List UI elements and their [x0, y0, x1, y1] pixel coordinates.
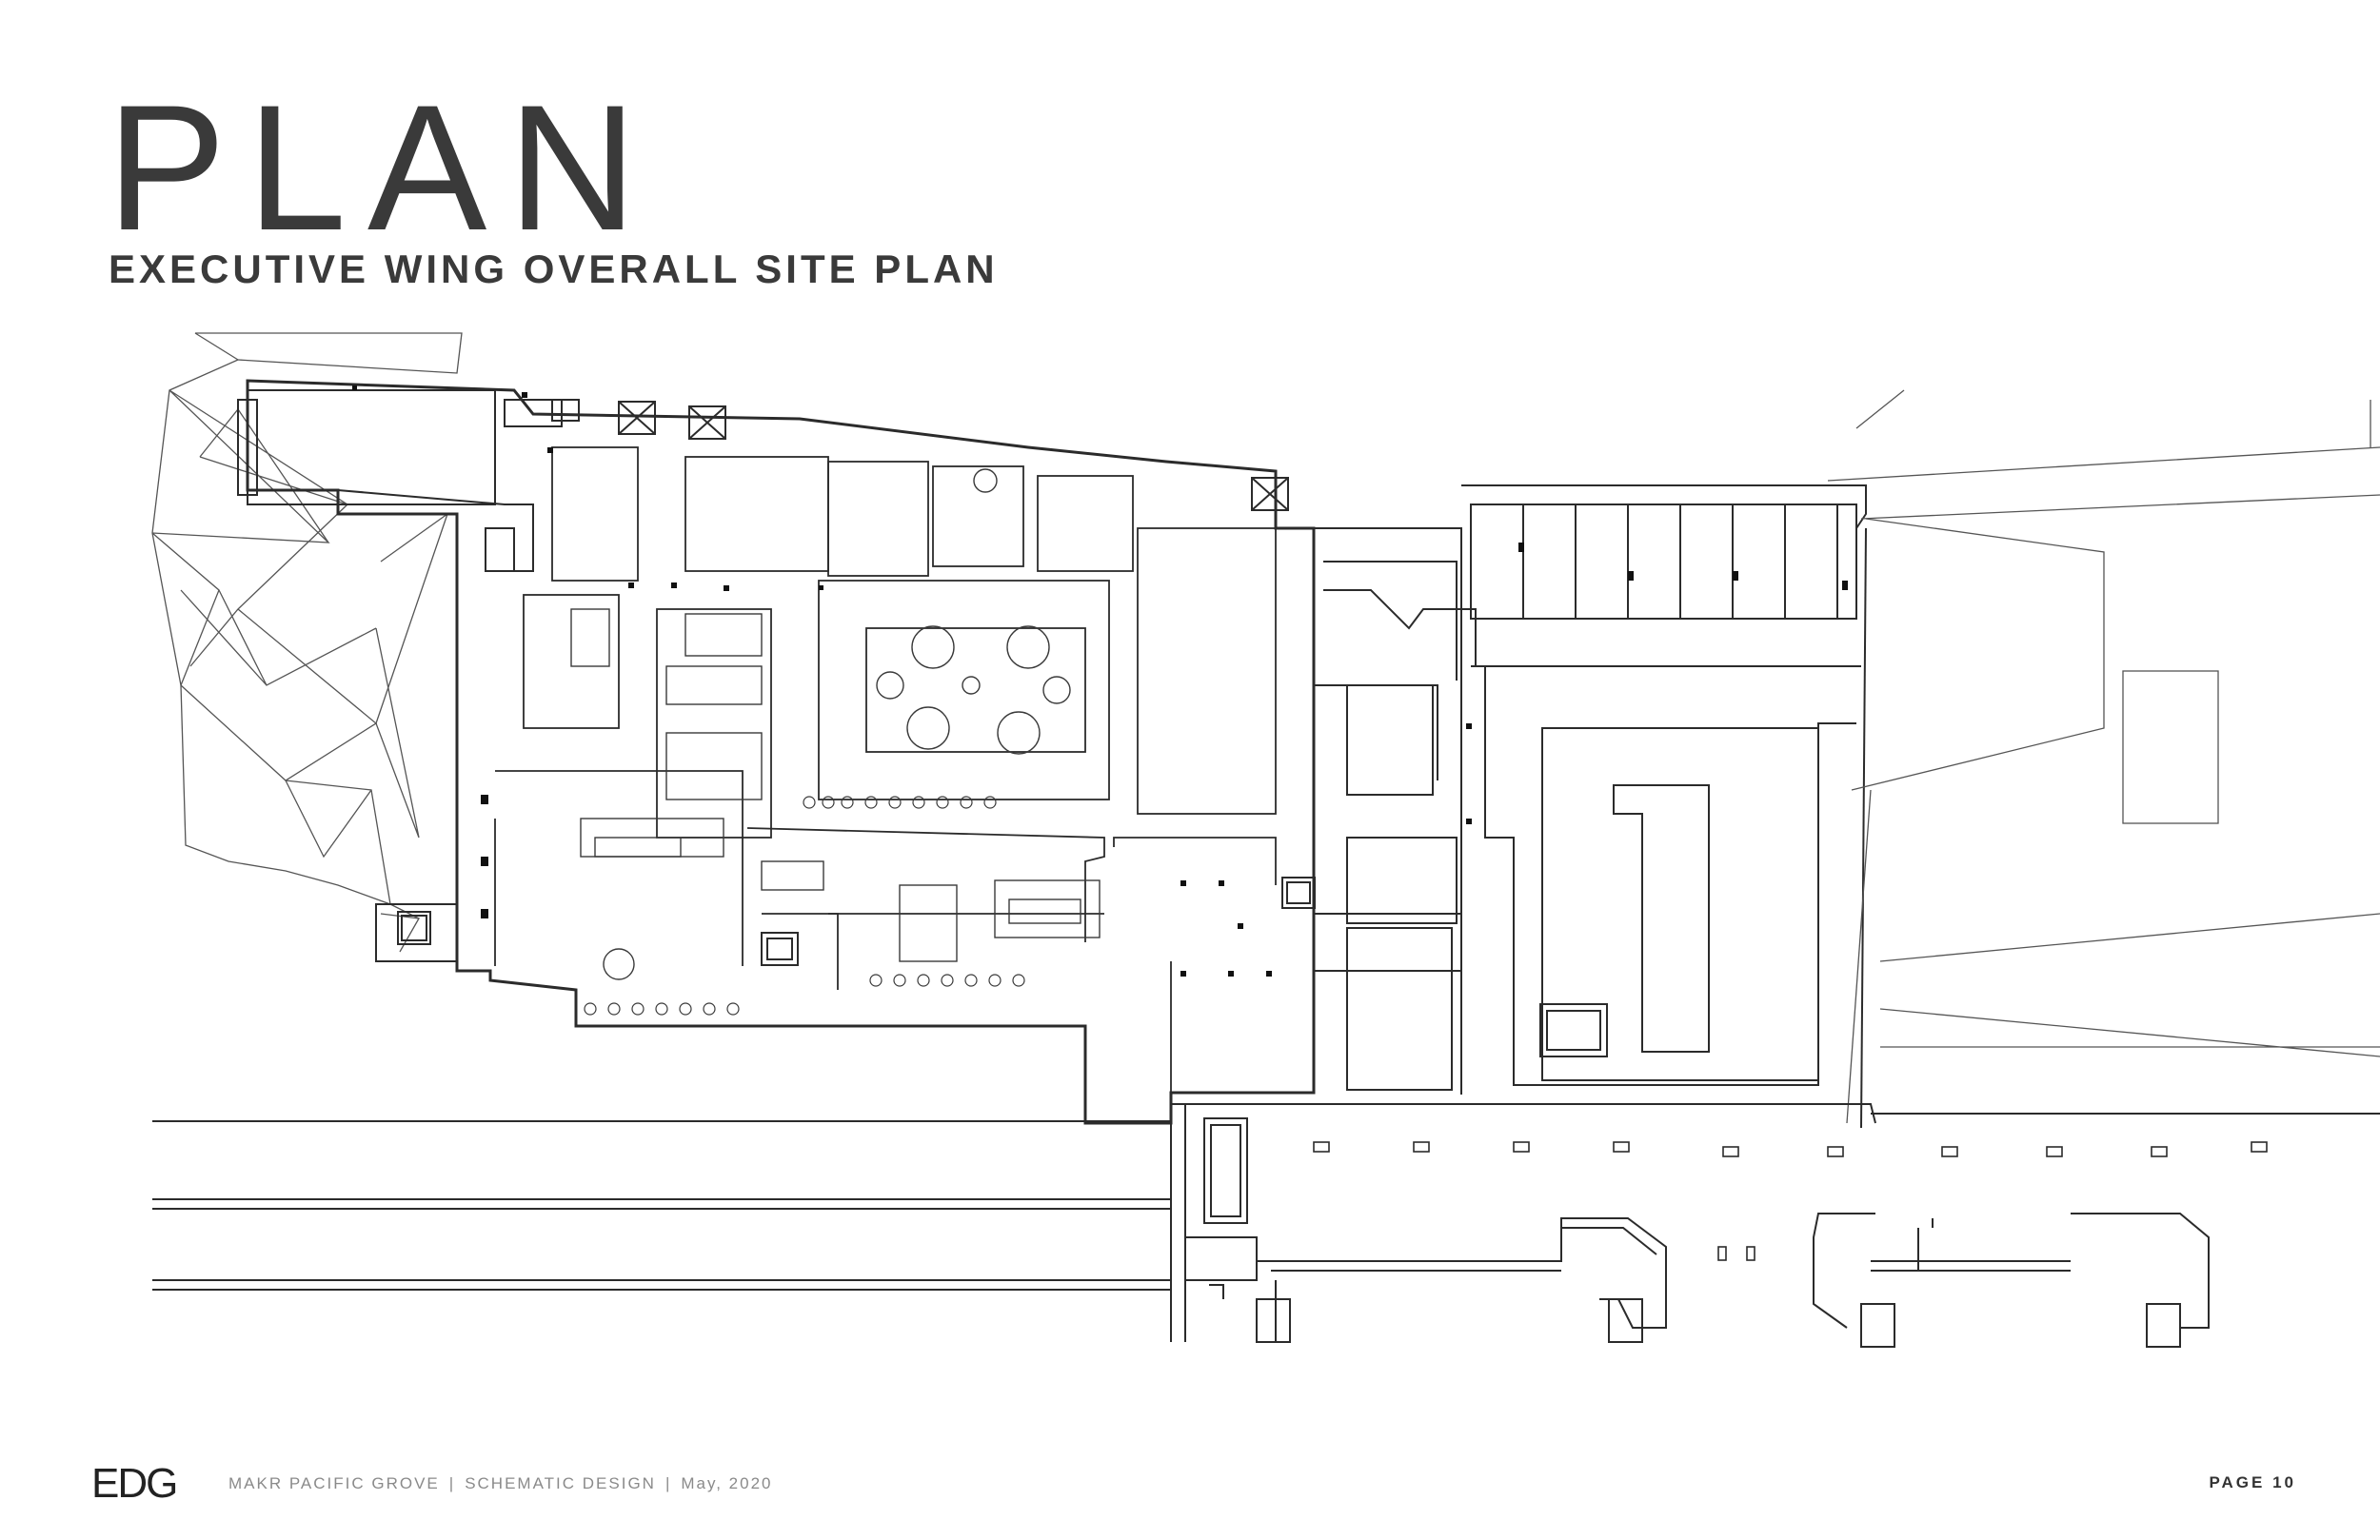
furniture: [570, 468, 1101, 980]
page-number: PAGE 10: [2209, 1473, 2296, 1491]
footer-separator: |: [448, 1474, 456, 1492]
column-marks: [352, 385, 1848, 977]
seating-rows: [584, 796, 1025, 1016]
west-landscape: [151, 332, 463, 953]
footer-phase: SCHEMATIC DESIGN: [465, 1474, 656, 1492]
footer-separator: |: [664, 1474, 672, 1492]
promenade-fixtures: [1313, 1141, 2268, 1261]
page-title: PLAN: [107, 68, 659, 267]
footer-project-info: MAKR PACIFIC GROVE | SCHEMATIC DESIGN | May,…: [228, 1474, 773, 1493]
east-structure: [1461, 484, 1867, 1129]
main-building-outline: [246, 379, 1316, 1125]
site-plan-drawing: [0, 324, 2380, 1390]
page-subtitle: EXECUTIVE WING OVERALL SITE PLAN: [109, 247, 999, 291]
interior-rooms: [494, 446, 1277, 1093]
edg-logo: EDG: [91, 1460, 178, 1507]
core-boxes: [618, 401, 1316, 966]
footer-date: May, 2020: [681, 1474, 773, 1492]
mid-building: [1314, 527, 1477, 1095]
east-landscape: [1827, 389, 2380, 1124]
footer-project-name: MAKR PACIFIC GROVE: [228, 1474, 440, 1492]
south-promenade: [152, 1103, 2380, 1348]
west-wing: [237, 389, 580, 962]
